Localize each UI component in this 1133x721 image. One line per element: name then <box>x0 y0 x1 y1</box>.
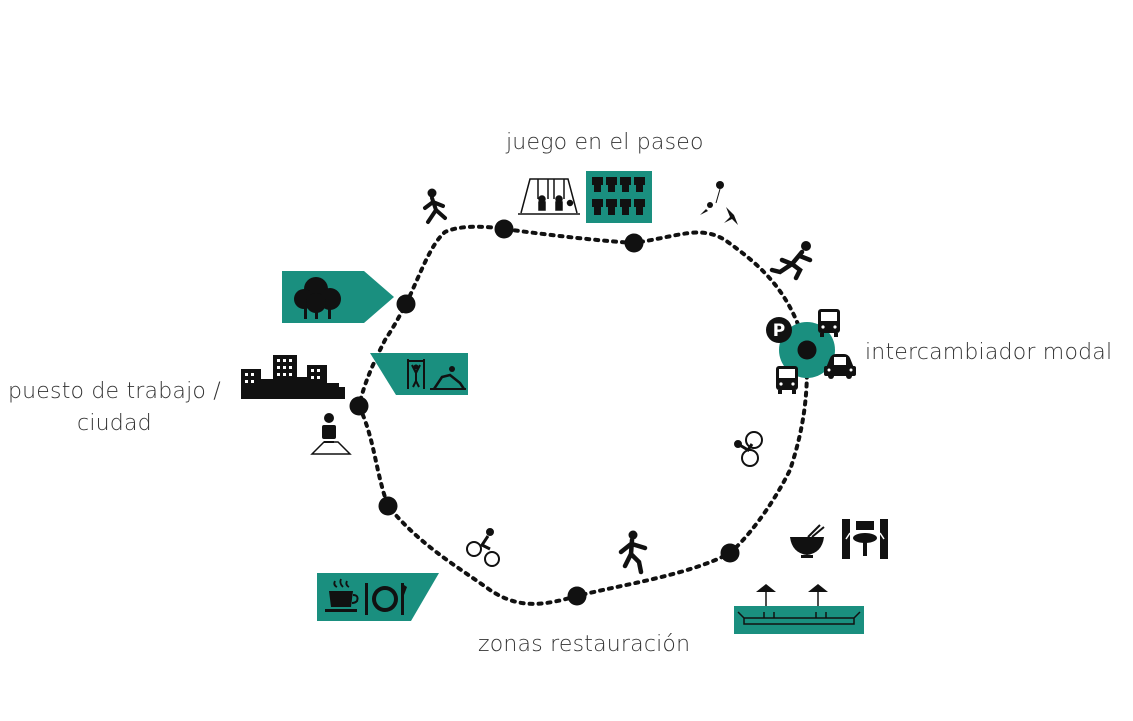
label-puesto-de-trabajo: puesto de trabajo / ciudad <box>8 376 221 440</box>
bus-icon <box>776 366 798 394</box>
umbrella-terrace-icon <box>734 584 864 634</box>
route-node <box>349 396 369 416</box>
car-icon <box>824 354 856 379</box>
route-node <box>720 543 740 563</box>
running-person-icon <box>769 241 813 281</box>
route-node <box>494 219 514 239</box>
plate-cutlery-icon <box>365 583 407 615</box>
city-buildings-icon <box>241 355 345 399</box>
coffee-cup-icon <box>325 578 359 612</box>
svg-text:P: P <box>773 321 785 341</box>
bus-icon <box>818 309 840 337</box>
label-puesto-line2: ciudad <box>77 411 152 436</box>
route-node <box>797 340 817 360</box>
label-juego-en-el-paseo: juego en el paseo <box>506 130 704 155</box>
route-node <box>396 294 416 314</box>
dotted-route-loop <box>356 224 809 606</box>
trees-panel <box>282 271 394 323</box>
label-puesto-line1: puesto de trabajo / <box>8 379 221 404</box>
table-chairs-icon <box>842 519 888 559</box>
swing-set-icon <box>518 178 580 215</box>
cyclist-icon <box>734 431 763 467</box>
route-node <box>624 233 644 253</box>
desk-worker-icon <box>310 413 352 455</box>
balloons-jump-icon <box>700 181 738 225</box>
label-zonas-restauracion: zonas restauración <box>478 632 691 657</box>
walking-person-icon <box>423 188 447 224</box>
trees-icon <box>294 277 341 319</box>
route-node <box>378 496 398 516</box>
coffee-plate-panel <box>317 573 439 621</box>
route-node <box>567 586 587 606</box>
outdoor-gym-icon <box>407 359 466 390</box>
parking-icon: P <box>766 317 792 343</box>
playground-crowd-icon <box>586 171 652 223</box>
noodle-bowl-icon <box>790 524 825 558</box>
outdoor-gym-panel <box>370 353 468 395</box>
cyclist-icon <box>466 528 500 567</box>
label-intercambiador-modal: intercambiador modal <box>865 340 1113 365</box>
walking-person-icon <box>618 530 648 575</box>
